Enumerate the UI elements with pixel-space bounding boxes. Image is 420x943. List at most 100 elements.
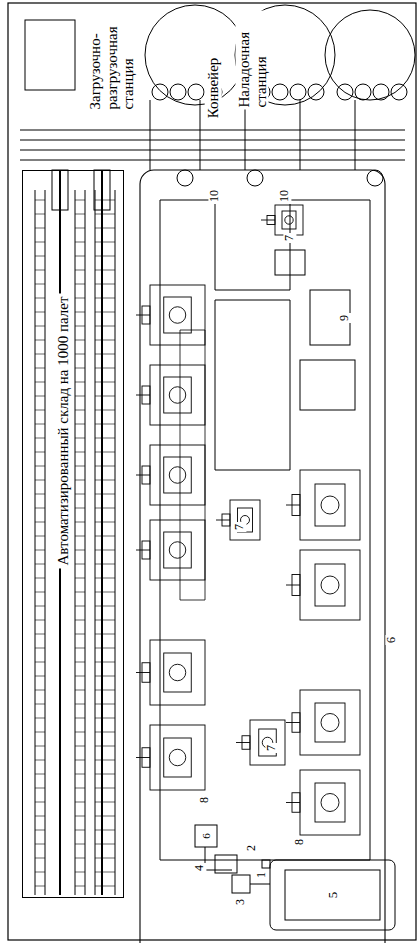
rack-cell	[95, 788, 115, 789]
rack-cell	[75, 606, 85, 607]
rack-cell	[75, 452, 85, 453]
rack-cell	[35, 508, 45, 509]
rack-cell	[95, 298, 115, 299]
machine-tool	[282, 211, 296, 229]
pallet-position	[247, 170, 263, 186]
machine-tool	[150, 445, 205, 505]
machine-tool	[261, 220, 275, 221]
machine-tool	[150, 520, 205, 580]
rack-cell	[75, 522, 85, 523]
rack-cell	[95, 704, 115, 705]
machine-tool	[169, 307, 186, 324]
machine-tool	[275, 205, 303, 235]
machine-tool	[300, 770, 360, 835]
pallet-position	[290, 84, 306, 100]
rack-cell	[75, 592, 85, 593]
rack-cell	[95, 466, 115, 467]
rack-cell	[95, 578, 115, 579]
rack-cell	[75, 480, 85, 481]
rack-cell	[75, 326, 85, 327]
rack-cell	[75, 634, 85, 635]
rack-cell	[75, 718, 85, 719]
pallet-position	[170, 84, 186, 100]
pallet-position	[272, 84, 288, 100]
rack-cell	[95, 816, 115, 817]
machine-tool	[169, 467, 186, 484]
rack-cell	[35, 326, 45, 327]
rack-cell	[75, 858, 85, 859]
rack-cell	[75, 732, 85, 733]
pallet-position	[337, 84, 353, 100]
rack-cell	[35, 718, 45, 719]
pallet-position	[152, 84, 168, 100]
machine-tool	[300, 470, 360, 540]
conveyor-rail	[20, 140, 405, 141]
rack-cell	[75, 438, 85, 439]
rack-cell	[75, 200, 85, 201]
machine-tool	[164, 377, 192, 413]
rack-cell	[35, 886, 45, 887]
pallet-position	[188, 84, 204, 100]
machine-tool	[236, 742, 250, 743]
rack-cell	[75, 802, 85, 803]
rack-cell	[35, 858, 45, 859]
conveyor-rail	[20, 130, 405, 131]
rack-cell	[35, 424, 45, 425]
rack-cell	[35, 410, 45, 411]
rack-cell	[95, 270, 115, 271]
rack-cell	[75, 242, 85, 243]
rack-cell	[75, 424, 85, 425]
machine-tool	[136, 757, 150, 758]
rack-cell	[95, 368, 115, 369]
rack-cell	[35, 200, 45, 201]
rack-cell	[75, 886, 85, 887]
rack-cell	[75, 284, 85, 285]
rack-cell	[35, 396, 45, 397]
rack-cell	[95, 256, 115, 257]
rack-cell	[95, 760, 115, 761]
callout-number: 7	[283, 233, 296, 243]
rack-cell	[95, 732, 115, 733]
rack-cell	[35, 228, 45, 229]
pallet-position	[367, 170, 383, 186]
rack-cell	[35, 592, 45, 593]
conveyor-label: Конвейер	[205, 56, 222, 121]
machine-tool	[136, 315, 150, 316]
rack-cell	[75, 494, 85, 495]
machine-tool	[136, 672, 150, 673]
machine-tool	[315, 703, 345, 742]
machine-tool	[136, 395, 150, 396]
rack-cell	[75, 662, 85, 663]
callout-number: 10	[208, 188, 221, 204]
station-label: Наладочная станция	[236, 11, 269, 110]
machine-tool	[286, 802, 300, 803]
rack-cell	[75, 564, 85, 565]
callout-number: 1	[255, 870, 268, 880]
rack-cell	[75, 578, 85, 579]
rack-cell	[95, 312, 115, 313]
machine-tool	[315, 783, 345, 822]
machine-tool	[286, 722, 300, 723]
rack-cell	[35, 830, 45, 831]
rack-cell	[95, 676, 115, 677]
rack-cell	[95, 564, 115, 565]
rack-cell	[35, 676, 45, 677]
rack-cell	[95, 634, 115, 635]
rack-cell	[75, 312, 85, 313]
rack-cell	[75, 690, 85, 691]
rack-cell	[35, 816, 45, 817]
callout-number: 6	[385, 635, 398, 645]
rack-cell	[75, 844, 85, 845]
rack-cell	[35, 284, 45, 285]
machine-tool	[285, 216, 293, 224]
rack-cell	[35, 522, 45, 523]
rack-cell	[35, 438, 45, 439]
rack-cell	[35, 256, 45, 257]
machine-tool	[321, 576, 339, 594]
rack-cell	[95, 830, 115, 831]
rack-cell	[75, 354, 85, 355]
rack-cell	[35, 340, 45, 341]
rack-cell	[75, 214, 85, 215]
rack-cell	[95, 480, 115, 481]
machine-tool	[321, 496, 339, 514]
